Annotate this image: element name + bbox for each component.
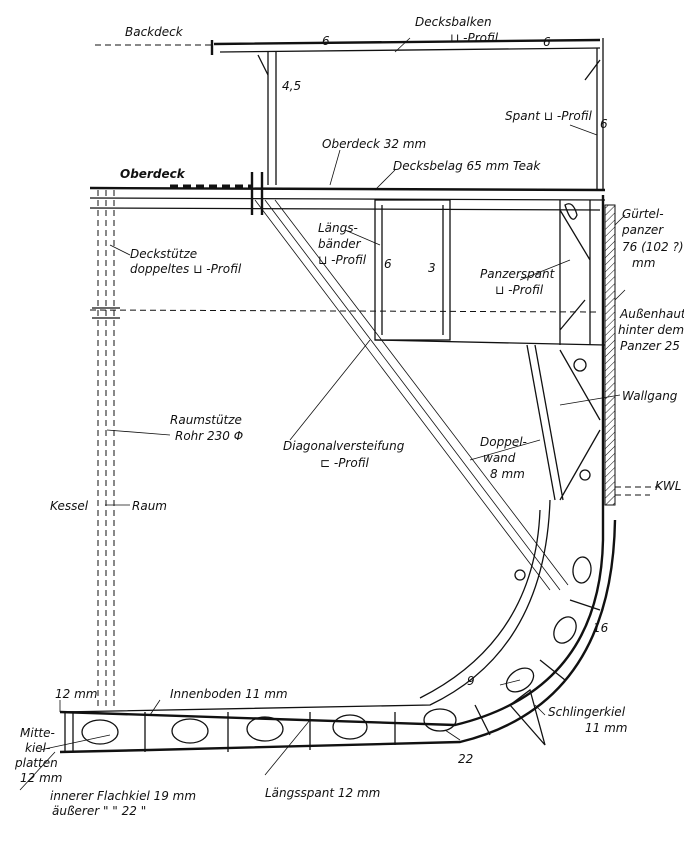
label-laengsspant: Längsspant 12 mm xyxy=(265,786,380,800)
hull-bottom xyxy=(59,499,617,754)
label-backdeck: Backdeck xyxy=(125,25,184,39)
label-thickness-6: 6 xyxy=(600,117,608,131)
label-guertel-4: mm xyxy=(632,256,655,270)
label-diagonal-2: ⊏ -Profil xyxy=(320,456,369,470)
label-mittekiel-4: 12 mm xyxy=(20,771,62,785)
label-oberdeck: Oberdeck xyxy=(120,167,186,181)
label-raum: Raum xyxy=(132,499,167,513)
label-thickness-6: 6 xyxy=(384,257,392,271)
label-mittekiel-2: kiel- xyxy=(25,741,50,755)
labels: Backdeck Decksbalken ⊔ -Profil 6 6 4,5 S… xyxy=(14,15,684,818)
label-flachkiel-inner: innerer Flachkiel 19 mm xyxy=(50,789,196,803)
longitudinal-box xyxy=(374,199,606,346)
label-doppelwand-3: 8 mm xyxy=(490,467,525,481)
label-deckstuetze: Deckstütze xyxy=(130,247,197,261)
label-decksbelag: Decksbelag 65 mm Teak xyxy=(393,159,541,173)
label-panzerspant-profil: ⊔ -Profil xyxy=(495,283,544,297)
label-kwl: KWL xyxy=(655,479,681,493)
label-raumstuetze: Raumstütze xyxy=(170,413,242,427)
label-flachkiel-outer: äußerer " " 22 " xyxy=(52,804,146,818)
label-laengsbaender-2: bänder xyxy=(318,237,362,251)
label-aussenhaut: Außenhaut xyxy=(619,307,684,321)
label-raumstuetze-2: Rohr 230 Φ xyxy=(175,429,243,443)
label-laengsbaender: Längs- xyxy=(318,221,358,235)
label-doppelwand: Doppel- xyxy=(480,435,527,449)
label-aussenhaut-3: Panzer 25 m xyxy=(620,339,684,353)
label-guertel-2: panzer xyxy=(621,223,664,237)
label-guertel: Gürtel- xyxy=(622,207,664,221)
label-panzerspant: Panzerspant xyxy=(480,267,556,281)
diagonal-stiffener xyxy=(254,199,569,591)
label-spant: Spant ⊔ -Profil xyxy=(505,109,592,123)
label-deckstuetze-profil: doppeltes ⊔ -Profil xyxy=(130,262,242,276)
stanchion xyxy=(92,190,120,710)
label-laengsbaender-3: ⊔ -Profil xyxy=(318,253,367,267)
main-deck xyxy=(89,172,606,313)
label-thickness-6: 6 xyxy=(322,34,330,48)
label-thickness-22: 22 xyxy=(458,752,473,766)
label-decksbalken-profil: ⊔ -Profil xyxy=(450,31,499,45)
label-thickness-4-5: 4,5 xyxy=(282,79,301,93)
side-armour xyxy=(601,195,660,540)
label-decksbalken: Decksbalken xyxy=(415,15,492,29)
label-diagonal: Diagonalversteifung xyxy=(283,439,405,453)
label-schlingerkiel: Schlingerkiel xyxy=(548,705,626,719)
label-12mm: 12 mm xyxy=(55,687,97,701)
label-mittekiel-3: platten xyxy=(14,756,58,770)
label-thickness-3: 3 xyxy=(428,261,436,275)
label-schlingerkiel-2: 11 mm xyxy=(585,721,627,735)
label-wallgang: Wallgang xyxy=(622,389,678,403)
label-oberdeck-32: Oberdeck 32 mm xyxy=(322,137,426,151)
label-kessel: Kessel xyxy=(50,499,89,513)
double-wall xyxy=(526,344,601,501)
forecastle-structure xyxy=(95,38,604,190)
label-thickness-16: 16 xyxy=(593,621,609,635)
leader-lines xyxy=(19,37,626,791)
label-guertel-3: 76 (102 ?) xyxy=(622,240,684,254)
label-doppelwand-2: wand xyxy=(483,451,516,465)
label-mittekiel: Mitte- xyxy=(20,726,55,740)
label-innenboden: Innenboden 11 mm xyxy=(170,687,288,701)
label-thickness-9: 9 xyxy=(467,674,475,688)
label-aussenhaut-2: hinter dem xyxy=(618,323,684,337)
label-thickness-6: 6 xyxy=(543,35,551,49)
